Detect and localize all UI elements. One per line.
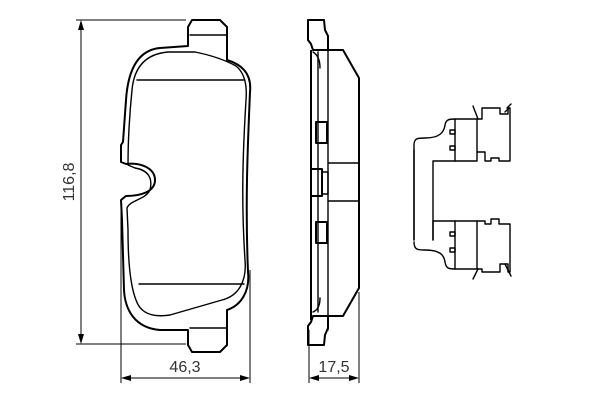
height-dimension-label: 116,8 [61,162,78,201]
backing-plate-outline [120,19,252,353]
width-dimension: 46,3 [120,200,251,383]
height-dimension: 116,8 [61,19,186,345]
friction-pad-outline [126,51,247,317]
thickness-dimension-label: 17,5 [318,359,349,376]
side-view [307,19,360,346]
width-dimension-label: 46,3 [169,359,200,376]
clip-view [413,103,512,280]
front-view [120,19,252,353]
thickness-dimension: 17,5 [308,292,360,383]
